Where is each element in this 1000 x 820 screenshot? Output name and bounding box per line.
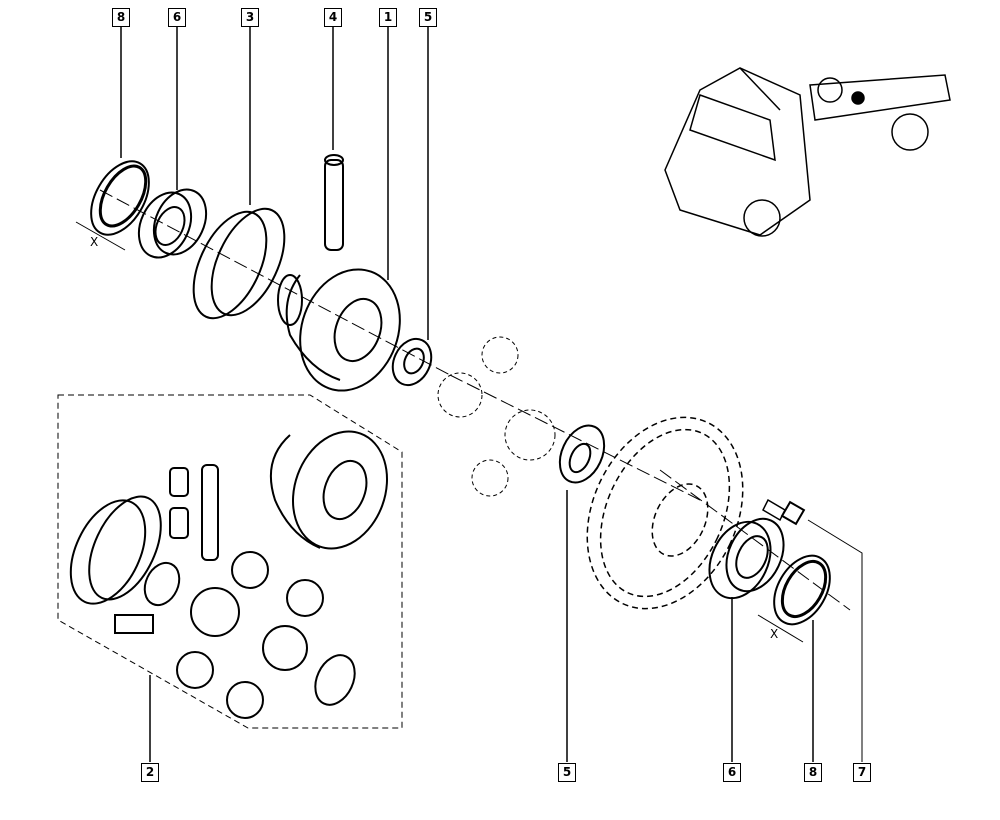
thrust-washer-5-bottom — [558, 424, 606, 484]
callout-6-top: 6 — [168, 8, 186, 27]
dimension-marks — [75, 221, 804, 643]
differential-housing-1 — [277, 268, 401, 392]
bolt-7 — [762, 498, 806, 526]
callout-7-bottom: 7 — [853, 763, 871, 782]
callout-6-bottom: 6 — [723, 763, 741, 782]
planet-gears-dashed — [437, 336, 556, 497]
callout-4-top: 4 — [324, 8, 342, 27]
kit-parts — [69, 430, 389, 719]
bearing-6-right — [708, 517, 785, 600]
shaft-pin-4 — [324, 154, 344, 251]
callout-8-bottom: 8 — [804, 763, 822, 782]
dimension-x-left: X — [90, 235, 99, 249]
kit-boundary-2 — [57, 394, 403, 729]
leader-lines — [120, 27, 863, 762]
bearing-cup-3 — [192, 207, 286, 320]
callout-1-top: 1 — [379, 8, 397, 27]
seal-ring-8-right — [773, 554, 831, 626]
seal-ring-8-left — [90, 160, 150, 236]
callout-2-bottom: 2 — [141, 763, 159, 782]
dimension-x-right: X — [770, 627, 779, 641]
callout-5-bottom: 5 — [558, 763, 576, 782]
vehicle-thumbnail — [664, 67, 951, 237]
thrust-washer-5-top — [391, 337, 433, 387]
callout-5-top: 5 — [419, 8, 437, 27]
bearing-6-left — [137, 188, 208, 259]
axis-lines — [99, 189, 851, 611]
callout-3-top: 3 — [241, 8, 259, 27]
callout-8-top: 8 — [112, 8, 130, 27]
